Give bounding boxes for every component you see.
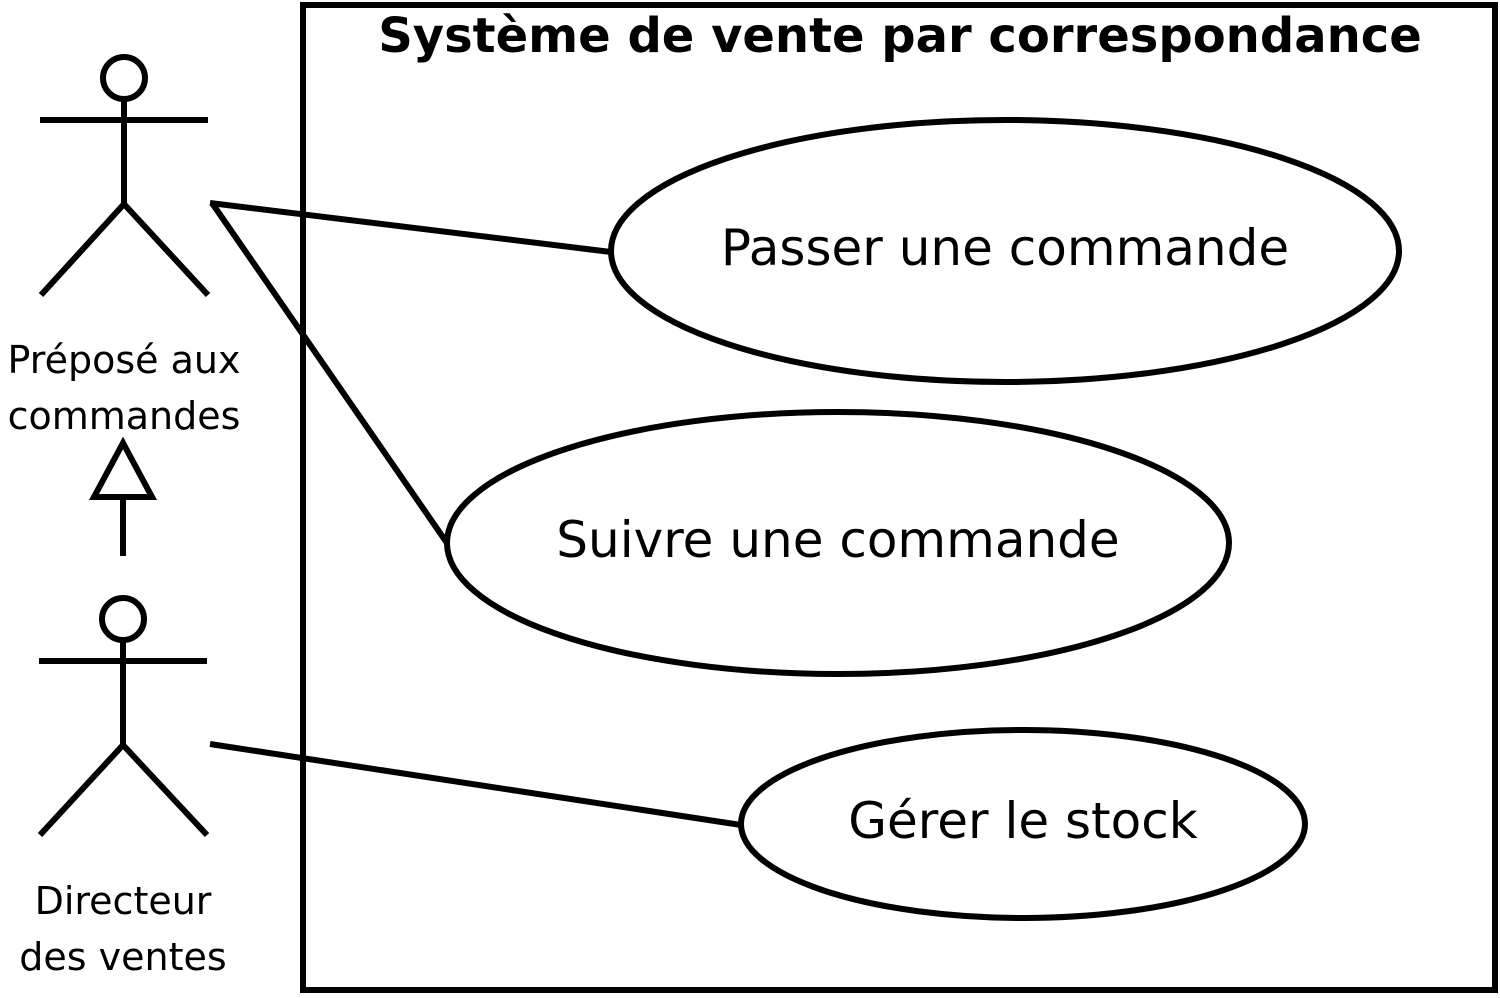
association-prepose-suivre[interactable] bbox=[209, 201, 450, 545]
use-case-ellipse bbox=[444, 409, 1232, 677]
association-directeur-gerer[interactable] bbox=[209, 741, 742, 828]
system-title: Système de vente par correspondance bbox=[378, 8, 1422, 64]
actor-directeur-des-ventes[interactable]: Directeur des ventes bbox=[19, 595, 227, 979]
use-case-ellipse bbox=[608, 117, 1402, 385]
use-case-label: Suivre une commande bbox=[556, 511, 1119, 569]
associations bbox=[209, 200, 742, 828]
system-boundary[interactable]: Système de vente par correspondance bbox=[300, 2, 1498, 993]
use-case-suivre-une-commande[interactable]: Suivre une commande bbox=[444, 409, 1232, 677]
stick-figure-icon bbox=[37, 595, 210, 838]
generalization-directeur-prepose[interactable] bbox=[88, 436, 158, 556]
use-case-gerer-le-stock[interactable]: Gérer le stock bbox=[738, 727, 1308, 921]
stick-figure-icon bbox=[38, 54, 211, 298]
association-prepose-passer[interactable] bbox=[209, 200, 612, 255]
use-case-ellipse bbox=[738, 727, 1308, 921]
use-case-label: Gérer le stock bbox=[848, 792, 1197, 850]
actor-label-line2: des ventes bbox=[19, 935, 226, 979]
use-case-label: Passer une commande bbox=[721, 219, 1289, 277]
actor-label-line1: Préposé aux bbox=[8, 338, 241, 382]
use-case-passer-une-commande[interactable]: Passer une commande bbox=[608, 117, 1402, 385]
actor-label-line2: commandes bbox=[8, 394, 241, 438]
generalization-arrowhead bbox=[88, 436, 158, 500]
actor-label-line1: Directeur bbox=[35, 879, 212, 923]
actor-prepose-aux-commandes[interactable]: Préposé aux commandes bbox=[8, 54, 241, 438]
